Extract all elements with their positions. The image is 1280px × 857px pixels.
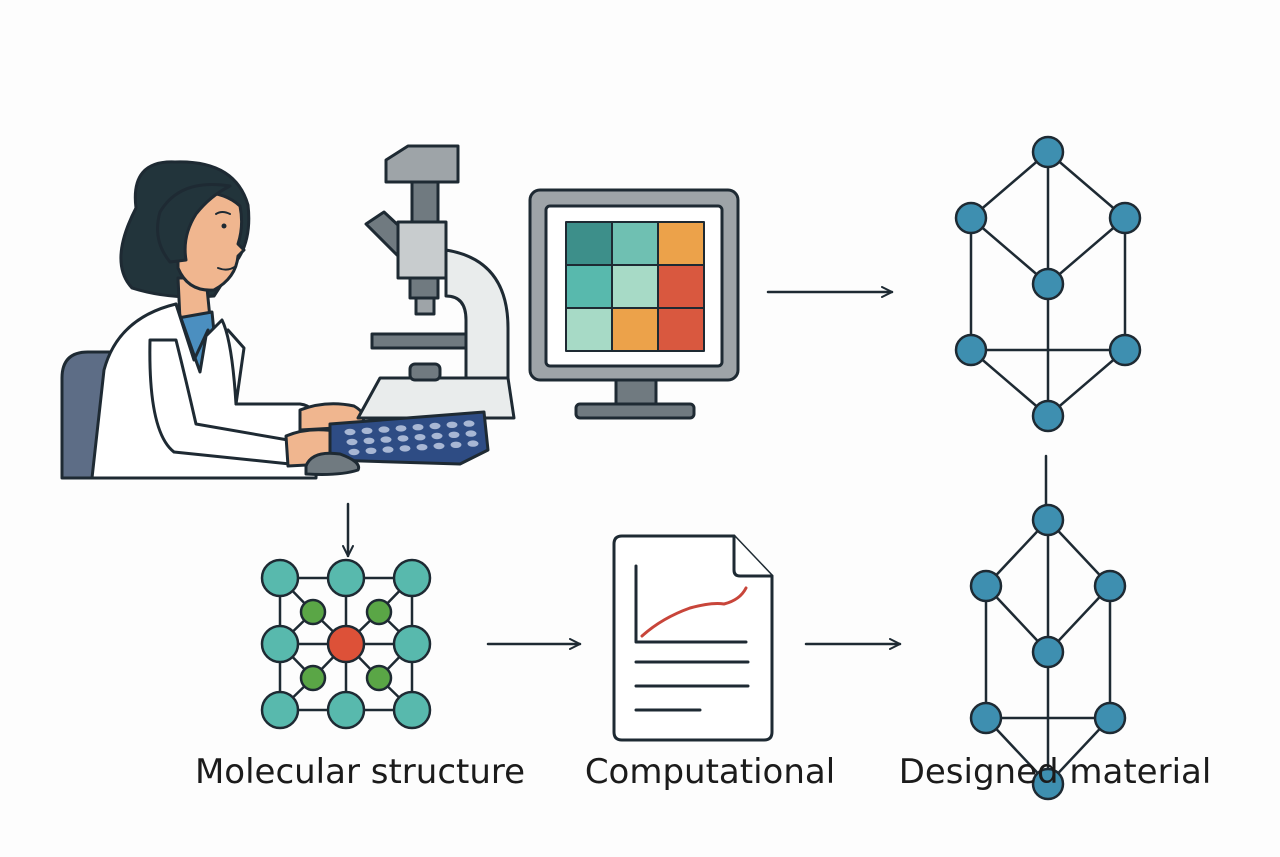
key	[414, 434, 426, 441]
key	[467, 440, 479, 447]
label-computational: Computational	[584, 752, 836, 792]
heatmap-cell	[657, 264, 705, 309]
heatmap-cell	[565, 307, 613, 352]
lattice-node	[1031, 267, 1065, 301]
lattice-bond	[1047, 217, 1126, 285]
key	[446, 421, 458, 428]
atom-node	[392, 624, 432, 664]
heatmap-cell	[611, 307, 659, 352]
keyboard-icon	[304, 410, 490, 476]
key	[378, 426, 390, 433]
key	[380, 436, 392, 443]
monitor-icon	[528, 188, 740, 420]
atom-node-small	[365, 664, 393, 692]
atom-node	[326, 558, 366, 598]
lattice-node	[1031, 135, 1065, 169]
lattice-node	[969, 701, 1003, 735]
key	[399, 445, 411, 452]
scientist-icon	[60, 160, 366, 480]
lattice-node	[954, 333, 988, 367]
atom-node-small	[365, 598, 393, 626]
atom-node	[260, 690, 300, 730]
key	[431, 432, 443, 440]
report-document-icon	[612, 534, 774, 742]
lattice-node	[1031, 399, 1065, 433]
key	[429, 422, 441, 430]
atom-node-small	[299, 598, 327, 626]
key	[344, 428, 356, 436]
key	[412, 424, 424, 431]
key	[363, 437, 375, 444]
key	[448, 431, 460, 438]
key	[346, 438, 358, 446]
atom-node	[260, 624, 300, 664]
key	[463, 420, 475, 427]
lattice-bond	[1047, 151, 1126, 219]
heatmap-cell	[657, 307, 705, 352]
key	[450, 441, 462, 448]
label-designed-material: Designed material	[898, 752, 1212, 792]
atom-node	[326, 690, 366, 730]
key	[348, 448, 360, 456]
heatmap-cell	[611, 264, 659, 309]
monitor-heatmap	[565, 221, 705, 352]
lattice-node	[969, 569, 1003, 603]
key	[416, 444, 428, 451]
lattice-node	[1108, 333, 1142, 367]
lattice-bond	[970, 151, 1049, 219]
heatmap-cell	[611, 221, 659, 266]
lattice-node	[1031, 767, 1065, 801]
atom-node	[392, 690, 432, 730]
lattice-node	[1093, 701, 1127, 735]
lattice-bond	[970, 217, 1049, 285]
heatmap-cell	[565, 264, 613, 309]
lattice-node	[1031, 635, 1065, 669]
key	[382, 446, 394, 453]
lattice-bond	[1047, 349, 1126, 417]
designed-material-icon	[969, 503, 1127, 801]
label-molecular-structure: Molecular structure	[194, 752, 526, 792]
lattice-node	[1031, 503, 1065, 537]
key	[397, 435, 409, 442]
atom-node	[392, 558, 432, 598]
molecular-lattice-icon	[260, 558, 432, 730]
key	[433, 442, 445, 450]
crystal-lattice-icon	[954, 135, 1142, 433]
lattice-bond	[970, 349, 1049, 417]
lattice-node	[1108, 201, 1142, 235]
atom-node-small	[299, 664, 327, 692]
atom-node	[260, 558, 300, 598]
heatmap-cell	[657, 221, 705, 266]
atom-node-center	[326, 624, 366, 664]
lattice-node	[954, 201, 988, 235]
lattice-node	[1093, 569, 1127, 603]
key	[395, 425, 407, 432]
key	[361, 427, 373, 434]
heatmap-cell	[565, 221, 613, 266]
key	[465, 430, 477, 437]
microscope-icon	[356, 144, 516, 420]
key	[365, 447, 377, 454]
